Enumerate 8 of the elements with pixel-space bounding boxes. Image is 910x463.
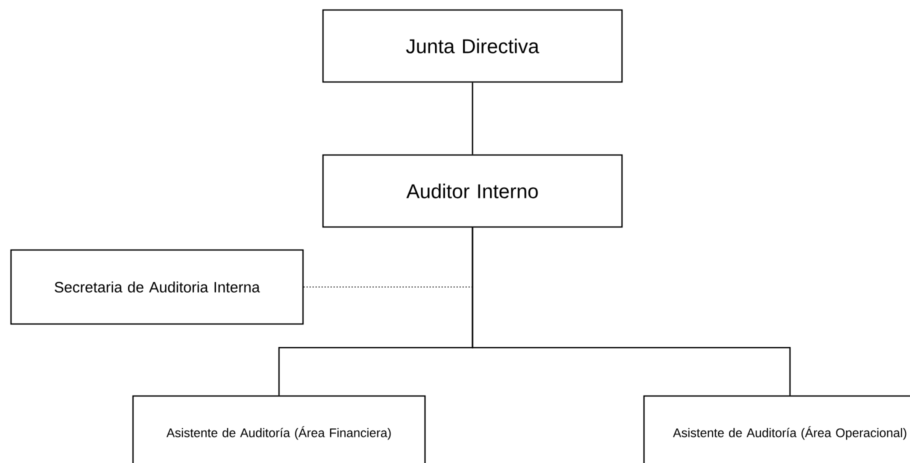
position-box: Auditor Interno bbox=[322, 154, 623, 228]
position-box: Asistente de Auditoría (Área Financiera) bbox=[132, 395, 426, 463]
title-box: Junta Directiva bbox=[322, 9, 623, 83]
connector-line bbox=[472, 82, 474, 154]
position-box: Secretaria de Auditoria Interna bbox=[10, 249, 304, 325]
position-box: Asistente de Auditoría (Área Operacional) bbox=[643, 395, 910, 463]
connector-line bbox=[472, 228, 791, 396]
connector-line bbox=[303, 286, 473, 288]
